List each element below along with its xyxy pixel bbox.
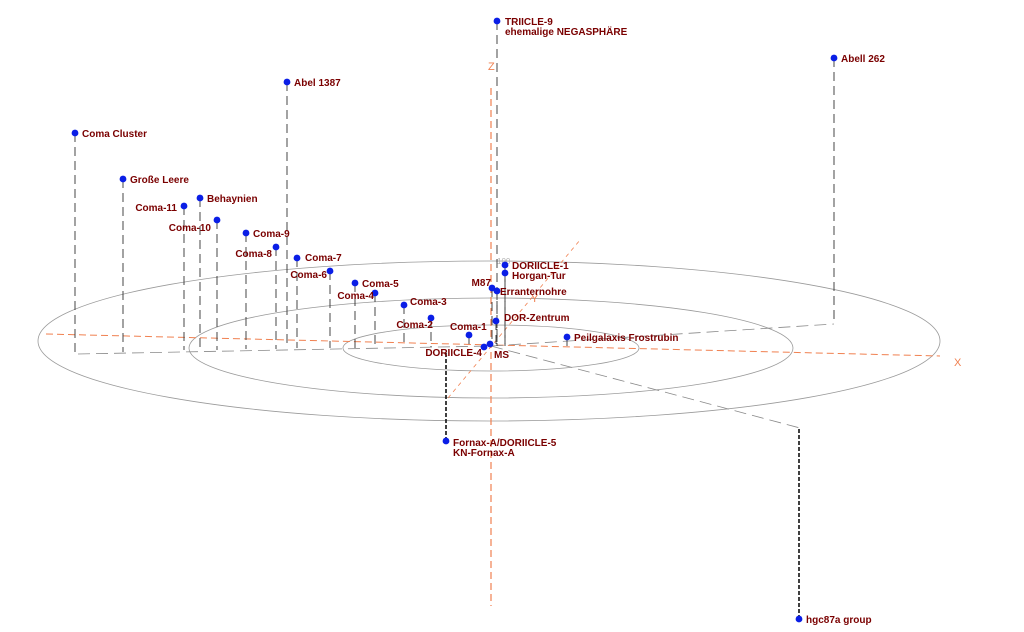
marker-coma-4[interactable]: [371, 289, 379, 297]
marker-behaynien[interactable]: [196, 194, 204, 202]
label-m87: M87: [472, 278, 492, 289]
marker-coma-10[interactable]: [213, 216, 221, 224]
label-horgan-tur: Horgan-Tur: [512, 271, 566, 282]
marker-ms[interactable]: [486, 340, 494, 348]
object-markers: [71, 17, 838, 623]
label-coma-5: Coma-5: [362, 279, 399, 290]
marker-coma-1[interactable]: [465, 331, 473, 339]
marker-coma-6[interactable]: [326, 267, 334, 275]
marker-coma-7[interactable]: [293, 254, 301, 262]
orbit-ring-1: [37, 260, 941, 422]
x-axis-label: X: [954, 357, 962, 369]
label-abel-1387: Abel 1387: [294, 78, 341, 89]
sublabel-triicle-9: ehemalige NEGASPHÄRE: [505, 25, 628, 38]
label-triicle-9: TRIICLE-9: [505, 17, 553, 28]
label-coma-cluster: Coma Cluster: [82, 129, 147, 140]
marker-coma-cluster[interactable]: [71, 129, 79, 137]
y-axis-line: [447, 239, 581, 399]
marker-triicle-9[interactable]: [493, 17, 501, 25]
axis-lines: X Y Z 100: [45, 61, 962, 606]
label-doriicle-4: DORIICLE-4: [425, 348, 482, 359]
marker-gro-e-leere[interactable]: [119, 175, 127, 183]
label-coma-7: Coma-7: [305, 253, 342, 264]
object-stems: [74, 21, 835, 619]
marker-peilgalaxis-frostrubin[interactable]: [563, 333, 571, 341]
marker-horgan-tur[interactable]: [501, 269, 509, 277]
label-hgc87a-group: hgc87a group: [806, 615, 872, 626]
guide-line-w: [77, 345, 492, 355]
marker-abel-1387[interactable]: [283, 78, 291, 86]
label-coma-1: Coma-1: [450, 322, 487, 333]
marker-doriicle-4[interactable]: [480, 343, 488, 351]
label-erranternohre: Erranternohre: [500, 287, 567, 298]
marker-hgc87a-group[interactable]: [795, 615, 803, 623]
marker-fornax-a-doriicle-5[interactable]: [442, 437, 450, 445]
guide-line-e: [490, 323, 835, 347]
label-dor-zentrum: DOR-Zentrum: [504, 313, 570, 324]
marker-coma-5[interactable]: [351, 279, 359, 287]
label-coma-11: Coma-11: [135, 203, 177, 214]
marker-abell-262[interactable]: [830, 54, 838, 62]
label-coma-9: Coma-9: [253, 229, 290, 240]
marker-m87[interactable]: [488, 284, 496, 292]
marker-erranternohre[interactable]: [493, 287, 501, 295]
marker-coma-9[interactable]: [242, 229, 250, 237]
label-fornax-a-doriicle-5: Fornax-A/DORIICLE-5: [453, 438, 557, 449]
label-doriicle-1: DORIICLE-1: [512, 261, 569, 272]
label-coma-3: Coma-3: [410, 297, 447, 308]
marker-coma-2[interactable]: [427, 314, 435, 322]
label-coma-6: Coma-6: [290, 270, 327, 281]
label-behaynien: Behaynien: [207, 194, 258, 205]
z-axis-label: Z: [488, 61, 495, 73]
label-coma-2: Coma-2: [396, 320, 433, 331]
marker-dor-zentrum[interactable]: [492, 317, 500, 325]
label-abell-262: Abell 262: [841, 54, 885, 65]
label-gro-e-leere: Große Leere: [130, 175, 189, 186]
sublabel-fornax-a-doriicle-5: KN-Fornax-A: [453, 448, 515, 459]
axis-tick-label: 100: [497, 257, 511, 266]
marker-coma-3[interactable]: [400, 301, 408, 309]
x-axis-line: [45, 333, 941, 357]
marker-coma-11[interactable]: [180, 202, 188, 210]
label-ms: MS: [494, 350, 509, 361]
y-axis-label: Y: [531, 293, 539, 305]
label-coma-4: Coma-4: [337, 291, 374, 302]
label-peilgalaxis-frostrubin: Peilgalaxis Frostrubin: [574, 333, 678, 344]
marker-coma-8[interactable]: [272, 243, 280, 251]
label-coma-10: Coma-10: [169, 223, 212, 234]
marker-doriicle-1[interactable]: [501, 261, 509, 269]
label-coma-8: Coma-8: [235, 249, 272, 260]
